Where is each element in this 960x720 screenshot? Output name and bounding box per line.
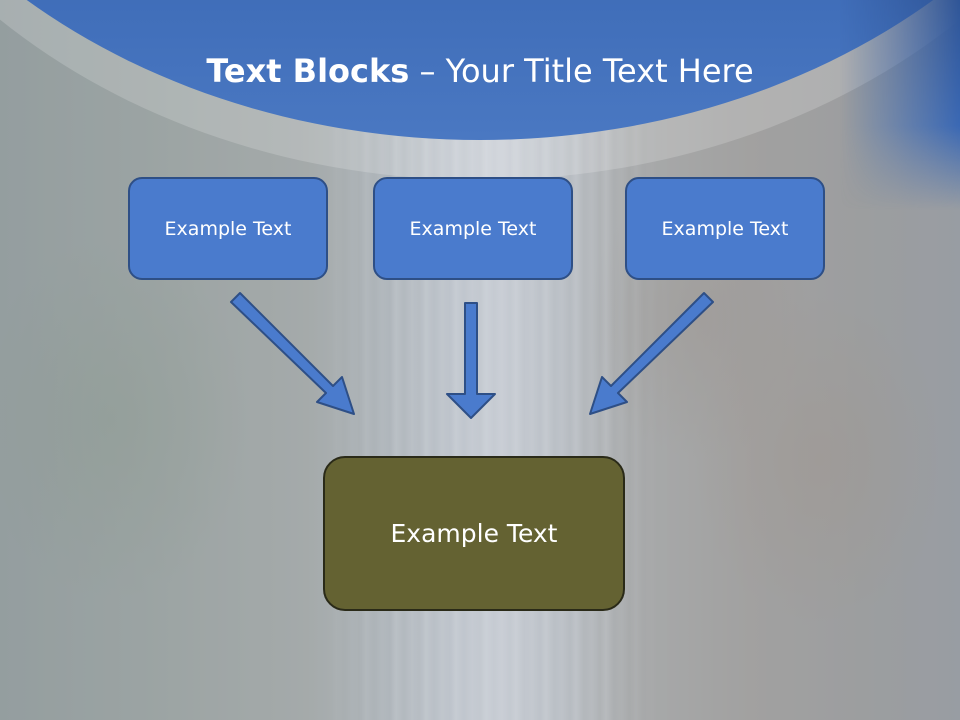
text-block-right-label: Example Text: [661, 217, 789, 240]
text-block-center-label: Example Text: [409, 217, 537, 240]
title-bold: Text Blocks: [206, 52, 410, 90]
text-block-bottom[interactable]: Example Text: [323, 456, 625, 611]
title-text: Your Title Text Here: [445, 52, 754, 90]
arrow-center-to-bottom: [446, 302, 496, 419]
header-band-right-edge: [840, 0, 960, 210]
arrow-left-to-bottom: [230, 292, 355, 415]
slide-title: Text Blocks – Your Title Text Here: [0, 52, 960, 90]
text-block-right[interactable]: Example Text: [625, 177, 825, 280]
title-separator: –: [409, 52, 446, 90]
text-block-center[interactable]: Example Text: [373, 177, 573, 280]
arrow-right-to-bottom: [589, 292, 714, 415]
text-block-left-label: Example Text: [164, 217, 292, 240]
text-block-bottom-label: Example Text: [390, 519, 558, 548]
text-block-left[interactable]: Example Text: [128, 177, 328, 280]
